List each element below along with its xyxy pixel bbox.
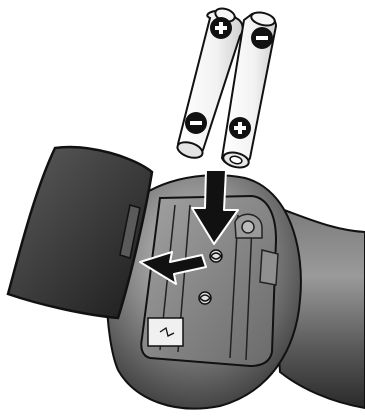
plus-icon <box>210 17 232 39</box>
minus-icon <box>251 27 273 49</box>
terminal-spring-lower <box>199 292 211 304</box>
terminal-spring-upper <box>210 250 222 262</box>
polarity-decal <box>148 318 183 346</box>
minus-icon <box>185 112 207 134</box>
plus-icon <box>229 117 251 139</box>
